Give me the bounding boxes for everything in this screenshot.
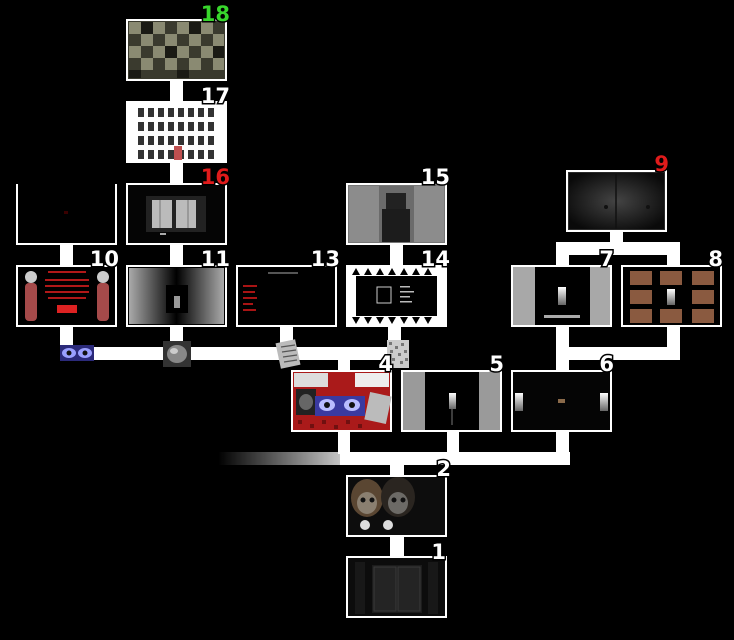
room-node-18[interactable] xyxy=(126,19,227,81)
connector xyxy=(667,242,680,267)
connector xyxy=(170,242,183,267)
connector xyxy=(170,160,183,185)
connector xyxy=(390,535,404,559)
noise-icon xyxy=(387,340,409,368)
red-text-figures-icon xyxy=(25,271,109,321)
node-label-10: 10 xyxy=(90,247,119,271)
steel-door-icon xyxy=(569,173,664,229)
dark-room-icon xyxy=(515,393,608,411)
room-node-14[interactable] xyxy=(346,265,447,327)
figure-crowd-icon xyxy=(138,108,214,160)
room-node-5[interactable] xyxy=(401,370,502,432)
connector xyxy=(60,347,400,360)
collage-eyes-icon xyxy=(294,373,392,429)
connector xyxy=(338,347,350,372)
connector xyxy=(338,430,350,454)
room-node-9[interactable] xyxy=(566,170,667,232)
connector xyxy=(556,242,680,255)
sliding-door-icon xyxy=(146,196,206,235)
portrait-grid-icon xyxy=(630,271,714,323)
room-node-10[interactable] xyxy=(16,265,117,327)
room-node-16[interactable] xyxy=(126,183,227,245)
lit-corridor-icon xyxy=(403,372,500,430)
flame-border-icon xyxy=(352,268,437,324)
node-label-11: 11 xyxy=(201,247,230,271)
twin-dolls-icon xyxy=(351,477,415,530)
dark-double-door-icon xyxy=(355,562,438,614)
connector xyxy=(556,430,569,464)
eyes-icon xyxy=(60,345,94,361)
connector xyxy=(556,347,680,360)
pixel-mosaic-icon xyxy=(129,22,224,78)
node-label-4: 4 xyxy=(378,352,393,376)
node-label-13: 13 xyxy=(311,247,340,271)
room-node-6[interactable] xyxy=(511,370,612,432)
node-label-16: 16 xyxy=(201,165,230,189)
heart-icon xyxy=(163,341,191,367)
room-node-7[interactable] xyxy=(511,265,612,327)
room-node-15[interactable] xyxy=(346,183,447,245)
room-node-8[interactable] xyxy=(621,265,722,327)
node-label-2: 2 xyxy=(436,457,451,481)
node-label-1: 1 xyxy=(431,540,446,564)
room-node-unlabeled[interactable] xyxy=(16,184,117,245)
empty-dark-room-icon xyxy=(64,211,68,214)
node-label-9: 9 xyxy=(654,152,669,176)
connector xyxy=(556,242,569,267)
perspective-hall-icon xyxy=(129,268,224,324)
connector xyxy=(60,242,73,267)
connectors xyxy=(60,79,680,559)
node-label-17: 17 xyxy=(201,84,230,108)
node-label-15: 15 xyxy=(421,165,450,189)
connector xyxy=(170,79,183,104)
connector xyxy=(340,452,570,465)
room-node-13[interactable] xyxy=(236,265,337,327)
connector xyxy=(390,242,403,267)
red-text-screen-icon xyxy=(243,272,298,311)
node-label-5: 5 xyxy=(489,352,504,376)
pixelated-figure-icon xyxy=(349,186,444,242)
connector xyxy=(610,230,623,246)
node-label-18: 18 xyxy=(201,2,230,26)
room-node-17[interactable] xyxy=(126,101,227,163)
room-node-4[interactable] xyxy=(291,370,392,432)
node-label-7: 7 xyxy=(599,247,614,271)
room-node-2[interactable] xyxy=(346,475,447,537)
newspaper-icon xyxy=(275,339,301,369)
room-node-11[interactable] xyxy=(126,265,227,327)
node-label-6: 6 xyxy=(599,352,614,376)
connector xyxy=(447,430,459,454)
connector xyxy=(667,324,680,360)
room-node-1[interactable] xyxy=(346,556,447,618)
node-label-8: 8 xyxy=(708,247,723,271)
node-label-14: 14 xyxy=(421,247,450,271)
pillar-room-icon xyxy=(513,267,610,325)
node-labels: 1 2 4 5 6 7 8 9 10 11 13 14 15 16 17 18 xyxy=(88,1,724,566)
